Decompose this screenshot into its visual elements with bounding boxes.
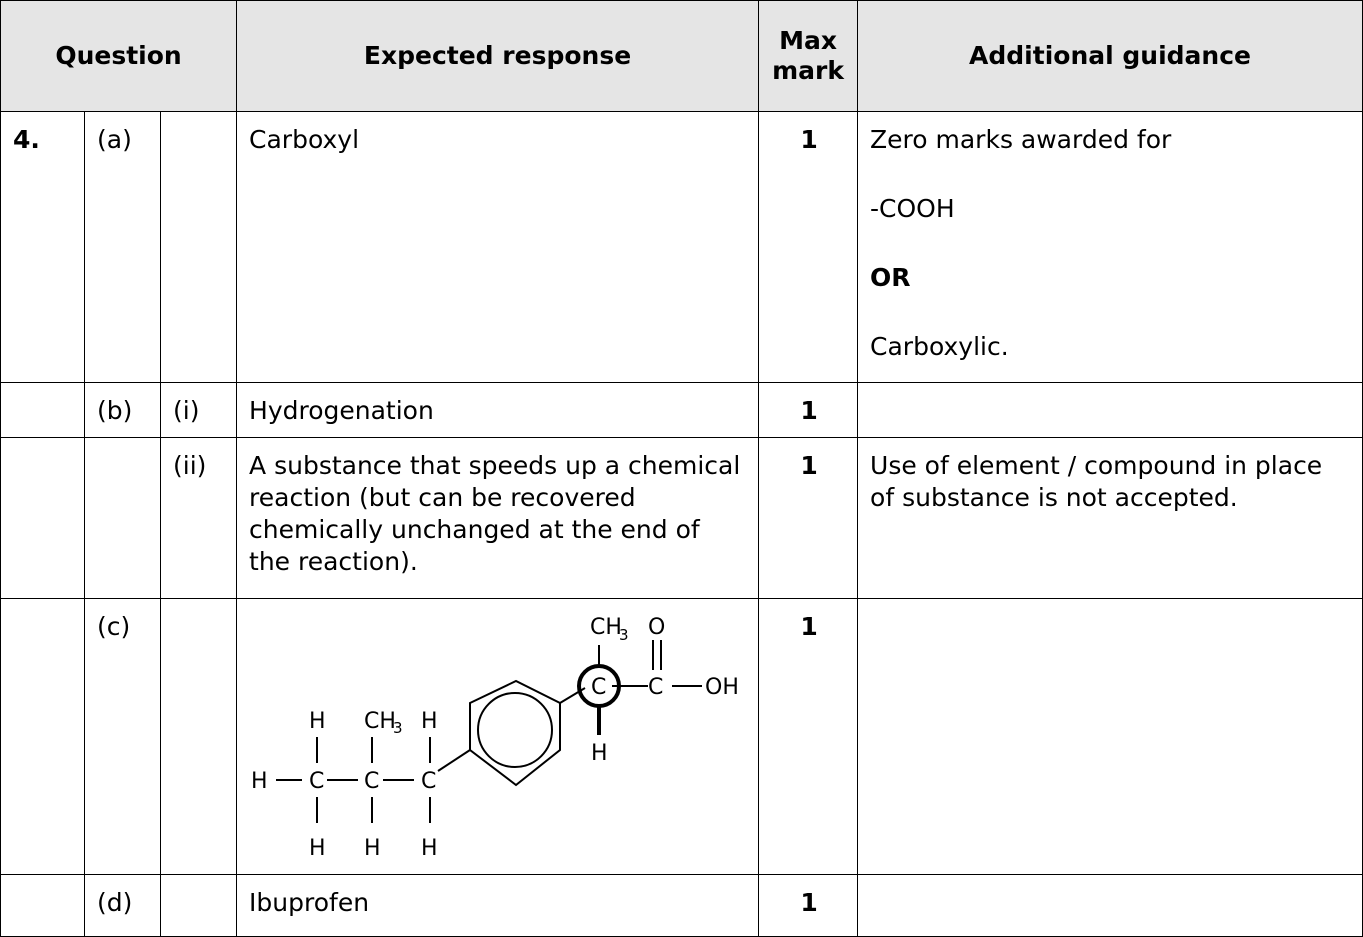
question-subpart: (ii): [159, 437, 238, 599]
atom-c: C: [309, 769, 324, 794]
question-part: (b): [84, 382, 161, 438]
header-max-mark: Max mark: [758, 0, 859, 112]
max-mark: 1: [758, 111, 859, 383]
atom-h: H: [309, 709, 326, 734]
atom-ch3: CH: [364, 709, 396, 734]
atom-c: C: [421, 769, 436, 794]
atom-h: H: [309, 836, 326, 861]
table-row: (ii) A substance that speeds up a chemic…: [0, 437, 1363, 599]
additional-guidance: [857, 382, 1363, 438]
guidance-line: Carboxylic.: [870, 332, 1009, 361]
atom-h: H: [364, 836, 381, 861]
additional-guidance: Zero marks awarded for -COOH OR Carboxyl…: [857, 111, 1363, 383]
question-number: 4.: [0, 111, 85, 383]
atom-c: C: [364, 769, 379, 794]
question-subpart: [159, 598, 238, 875]
atom-c-circled: C: [591, 675, 606, 700]
question-subpart: [159, 874, 238, 937]
ibuprofen-structural-formula: H C C C H H CH 3 H H H CH 3 O C C: [251, 615, 739, 861]
table-row: 4. (a) Carboxyl 1 Zero marks awarded for…: [0, 111, 1363, 383]
atom-o: O: [648, 615, 665, 640]
question-subpart: (i): [159, 382, 238, 438]
header-expected-response: Expected response: [236, 0, 760, 112]
max-mark: 1: [758, 874, 859, 937]
guidance-line: Zero marks awarded for: [870, 125, 1172, 154]
header-row: Question Expected response Max mark Addi…: [0, 0, 1363, 112]
table-row: (d) Ibuprofen 1: [0, 874, 1363, 937]
atom-h: H: [591, 741, 608, 766]
max-mark: 1: [758, 437, 859, 599]
additional-guidance: Use of element / compound in place of su…: [857, 437, 1363, 599]
table-row: (b) (i) Hydrogenation 1: [0, 382, 1363, 438]
guidance-line: -COOH: [870, 194, 955, 223]
question-part: (d): [84, 874, 161, 937]
question-number: [0, 598, 85, 875]
atom-h: H: [421, 709, 438, 734]
guidance-line: OR: [870, 263, 911, 292]
additional-guidance: [857, 598, 1363, 875]
max-mark: 1: [758, 598, 859, 875]
question-part: (a): [84, 111, 161, 383]
question-part: (c): [84, 598, 161, 875]
question-number: [0, 382, 85, 438]
atom-c: C: [648, 675, 663, 700]
expected-response: A substance that speeds up a chemical re…: [236, 437, 760, 599]
atom-h: H: [421, 836, 438, 861]
expected-response: Carboxyl: [236, 111, 760, 383]
expected-response: H C C C H H CH 3 H H H CH 3 O C C: [236, 598, 760, 875]
question-part: [84, 437, 161, 599]
atom-subscript: 3: [393, 719, 403, 737]
header-question: Question: [0, 0, 238, 112]
expected-response: Ibuprofen: [236, 874, 760, 937]
header-additional-guidance: Additional guidance: [857, 0, 1363, 112]
additional-guidance: [857, 874, 1363, 937]
max-mark: 1: [758, 382, 859, 438]
question-number: [0, 874, 85, 937]
atom-subscript: 3: [619, 626, 629, 644]
atom-ch3: CH: [590, 615, 622, 640]
atom-oh: OH: [705, 675, 739, 700]
atom-h: H: [251, 769, 268, 794]
question-subpart: [159, 111, 238, 383]
question-number: [0, 437, 85, 599]
expected-response: Hydrogenation: [236, 382, 760, 438]
table-row: (c): [0, 598, 1363, 875]
